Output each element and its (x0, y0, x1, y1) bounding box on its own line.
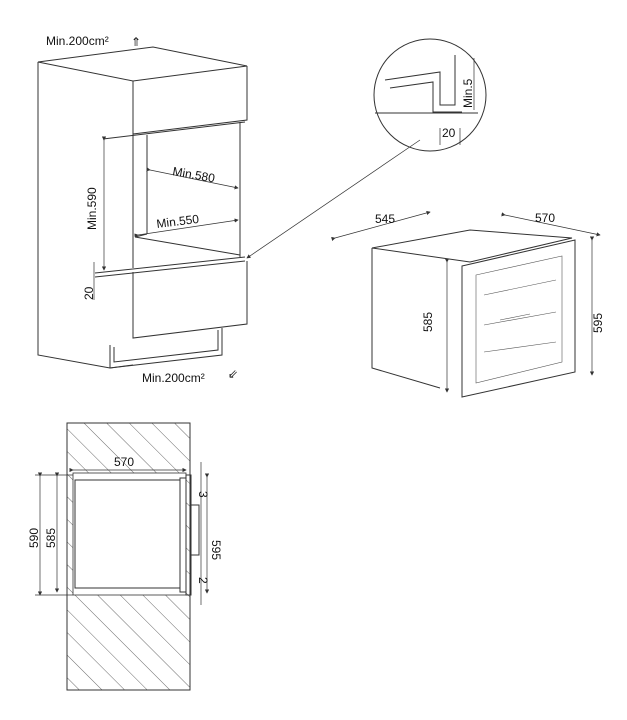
detail-view: Min.5 20 (373, 38, 487, 152)
cabinet-drawing: Min.200cm² ⇑ Min.200cm² ⇐ Min.590 Min.58… (37, 34, 421, 385)
height-min-label: Min.590 (85, 187, 99, 230)
detail-leader (246, 139, 421, 259)
depth-min-label: Min.550 (156, 212, 200, 231)
airflow-up-icon: ⇑ (131, 35, 141, 49)
cabinet-top (37, 46, 248, 82)
appliance-drawing: 545 570 585 595 (331, 210, 605, 398)
appliance-width-label: 570 (535, 211, 555, 225)
appliance-depth-label: 545 (375, 212, 395, 226)
plan-door-height-label: 595 (209, 540, 223, 560)
vent-bottom-label: Min.200cm² (142, 371, 205, 385)
plan-section: 570 590 585 595 3 2 (27, 422, 223, 691)
airflow-arrow-icon: ⇐ (224, 366, 241, 383)
appliance-door-height-label: 595 (591, 313, 605, 333)
gap-label: 20 (82, 286, 96, 300)
plan-top-gap-label: 3 (196, 491, 210, 498)
width-min-label: Min.580 (171, 164, 216, 185)
plan-opening-height-label: 590 (27, 528, 41, 548)
detail-gap-label: 20 (442, 126, 456, 140)
appliance-body-height-label: 585 (421, 312, 435, 332)
plan-width-label: 570 (114, 455, 134, 469)
plan-body-height-label: 585 (44, 528, 58, 548)
detail-min-gap-label: Min.5 (461, 78, 475, 108)
vent-top-label: Min.200cm² (46, 34, 109, 48)
plan-bottom-gap-label: 2 (196, 577, 210, 584)
